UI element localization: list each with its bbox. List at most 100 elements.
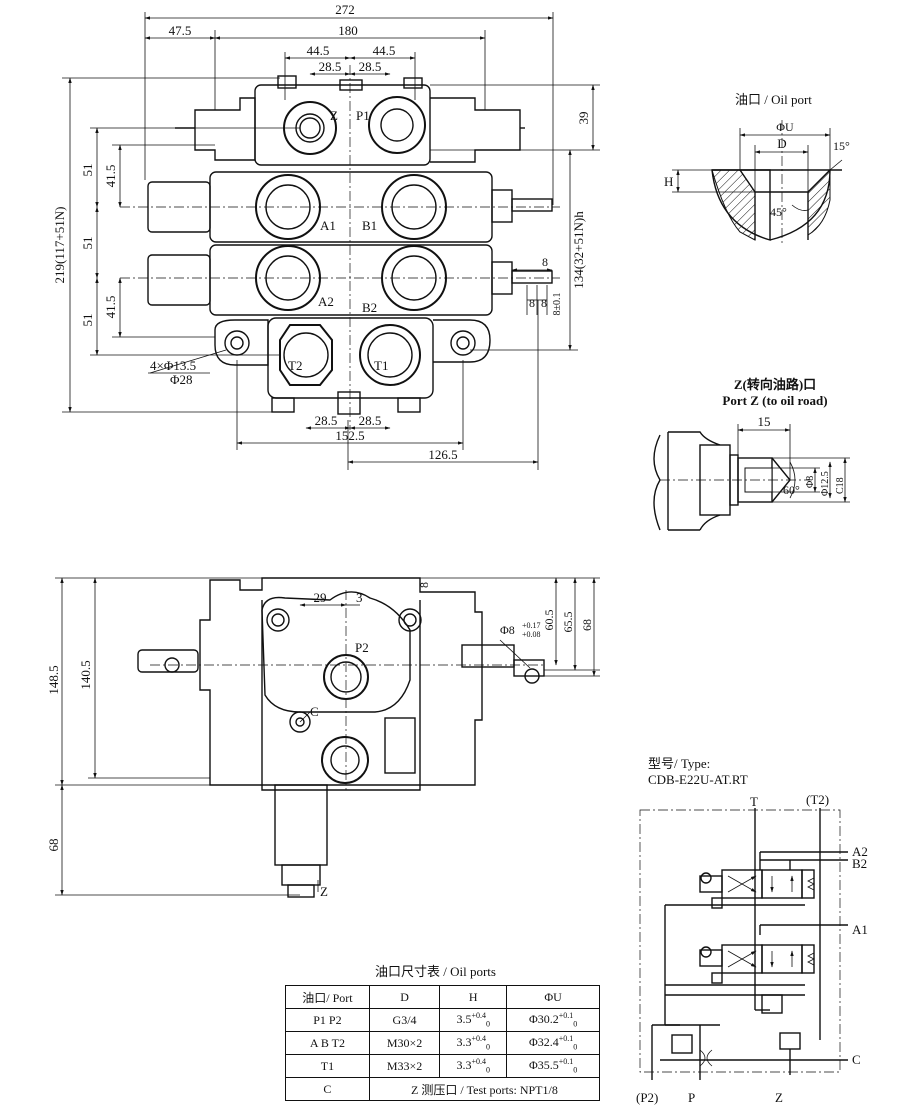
table-cell: Φ35.5+0.10 [506, 1054, 600, 1078]
cell-tol: +0.1 [558, 1034, 574, 1044]
port-z-detail [653, 424, 850, 531]
dim-bottom-offset: 126.5 [428, 447, 457, 462]
cell-tol-zero: 0 [485, 1019, 490, 1029]
port-label-p2: P2 [355, 640, 369, 655]
cell-value: 3.5 [456, 1012, 472, 1027]
cell-value: Φ30.2 [528, 1012, 559, 1027]
schematic-port-p2: (P2) [636, 1090, 658, 1105]
table-cell: 3.5+0.40 [439, 1008, 508, 1032]
dim-side-65-5: 65.5 [561, 612, 575, 633]
schematic-port-t: T [750, 794, 758, 809]
oil-port-angle: 45° [770, 205, 787, 219]
table-header-row: 油口/ Port D H ΦU [285, 985, 600, 1009]
table-cell: Φ32.4+0.10 [506, 1031, 600, 1055]
schematic-port-c: C [852, 1052, 861, 1067]
dim-side-60-5: 60.5 [542, 610, 556, 631]
schematic-port-t2: (T2) [806, 792, 829, 807]
dim-top-height: 39 [576, 112, 591, 125]
port-label-b1: B1 [362, 218, 377, 233]
port-z-d3: C18 [835, 477, 846, 494]
table-header: H [439, 985, 508, 1009]
schematic-port-z: Z [775, 1090, 783, 1105]
cell-tol: +0.4 [471, 1034, 486, 1044]
port-label-t1: T1 [374, 358, 388, 373]
table-cell: G3/4 [368, 1008, 441, 1032]
dim-side-8: 8 [417, 582, 431, 588]
dim-port-pitch-left: 44.5 [307, 43, 330, 58]
table-header: 油口/ Port [285, 985, 370, 1009]
port-label-t2: T2 [288, 358, 302, 373]
cell-tol: +0.1 [558, 1057, 574, 1067]
dim-stem-8a: 8 [542, 255, 548, 269]
dim-stem-8c: 8 [541, 296, 547, 310]
dim-center-left: 28.5 [319, 59, 342, 74]
schematic-port-b2: B2 [852, 856, 867, 871]
port-z-len: 15 [758, 414, 771, 429]
cell-tol-zero: 0 [485, 1042, 490, 1052]
oil-port-detail [672, 120, 843, 245]
oil-port-d: D [777, 136, 786, 151]
cell-value: Φ32.4 [528, 1035, 559, 1050]
cell-tol: +0.4 [471, 1011, 486, 1021]
table-row: A B T2 M30×2 3.3+0.40 Φ32.4+0.10 [285, 1031, 600, 1055]
table-header: D [368, 985, 441, 1009]
port-label-c: C [310, 704, 319, 719]
table-row: T1 M33×2 3.3+0.40 Φ35.5+0.10 [285, 1054, 600, 1078]
front-view [62, 12, 600, 470]
dim-side-3: 3 [356, 590, 363, 605]
dim-bottom-width: 152.5 [335, 428, 364, 443]
dim-bore-offset-2: 41.5 [103, 296, 118, 319]
port-table-title: 油口尺寸表 / Oil ports [375, 964, 496, 979]
oil-port-title: 油口 / Oil port [735, 92, 812, 107]
cell-value: 3.3 [456, 1058, 472, 1073]
dim-side-height-140: 140.5 [78, 660, 93, 689]
dim-pin-tol-up: +0.17 [522, 621, 541, 630]
table-cell: P1 P2 [285, 1008, 370, 1032]
dim-mount-holes: 4×Φ13.5 [150, 358, 196, 373]
port-z-d1: Φ8 [805, 476, 816, 488]
table-cell: 3.3+0.40 [439, 1054, 508, 1078]
dim-side-height-68: 68 [46, 839, 61, 852]
table-cell: M30×2 [368, 1031, 441, 1055]
cell-value: 3.3 [456, 1035, 472, 1050]
port-z-title-cn: Z(转向油路)口 [734, 377, 816, 392]
table-cell: M33×2 [368, 1054, 441, 1078]
dim-pin-dia: Φ8 [500, 623, 515, 637]
table-cell: Z 测压口 / Test ports: NPT1/8 [368, 1077, 601, 1101]
dim-port-pitch-right: 44.5 [373, 43, 396, 58]
dim-inner-width: 180 [338, 23, 358, 38]
cell-tol-zero: 0 [573, 1042, 578, 1052]
port-label-b2: B2 [362, 300, 377, 315]
cell-tol-zero: 0 [573, 1065, 578, 1075]
port-z-title-en: Port Z (to oil road) [722, 393, 827, 408]
dim-bottom-right: 28.5 [359, 413, 382, 428]
table-header: ΦU [506, 985, 600, 1009]
oil-port-phi-u: ΦU [776, 120, 794, 134]
schematic-port-p: P [688, 1090, 695, 1105]
cell-tol: +0.4 [471, 1057, 486, 1067]
dim-bottom-left: 28.5 [315, 413, 338, 428]
dim-section-height-2: 51 [80, 237, 95, 250]
port-label-a1: A1 [320, 218, 336, 233]
table-row: C Z 测压口 / Test ports: NPT1/8 [285, 1077, 601, 1101]
table-cell: 3.3+0.40 [439, 1031, 508, 1055]
port-label-side-z: Z [320, 884, 328, 899]
hydraulic-schematic [639, 808, 848, 1080]
table-cell: Φ30.2+0.10 [506, 1008, 600, 1032]
dim-center-right: 28.5 [359, 59, 382, 74]
dim-overall-height: 219(117+51N) [52, 207, 67, 284]
cell-value: Φ35.5 [528, 1058, 559, 1073]
dim-pin-tol-dn: +0.08 [522, 630, 541, 639]
port-z-d2: Φ12.5 [820, 471, 831, 496]
port-label-p1: P1 [356, 108, 370, 123]
dim-left-offset: 47.5 [169, 23, 192, 38]
oil-port-h: H [664, 174, 673, 189]
port-z-angle: 60° [783, 483, 800, 497]
dim-side-68: 68 [580, 619, 594, 631]
oil-port-chamfer: 15° [833, 139, 850, 153]
dim-side-29: 29 [314, 590, 327, 605]
port-table: 油口/ Port D H ΦU P1 P2 G3/4 3.5+0.40 Φ30.… [285, 985, 601, 1101]
side-view [55, 577, 600, 898]
dim-side-height-148: 148.5 [46, 665, 61, 694]
